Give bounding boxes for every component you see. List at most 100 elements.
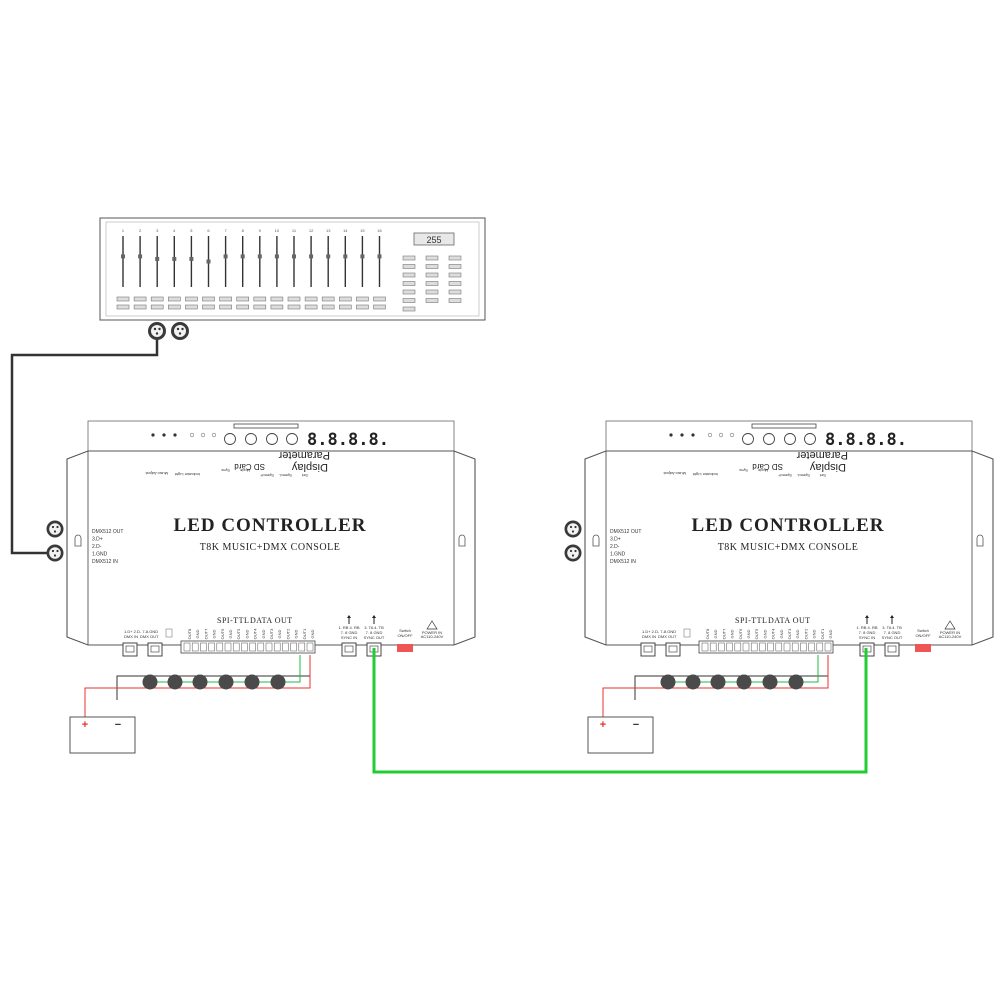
channel-button[interactable] (356, 304, 369, 310)
terminal-pin[interactable] (273, 642, 281, 652)
sd-card-slot[interactable] (751, 423, 817, 429)
terminal-pin[interactable] (759, 642, 766, 652)
channel-button[interactable] (253, 304, 267, 310)
fader-knob[interactable] (326, 254, 331, 259)
channel-button[interactable] (236, 296, 249, 302)
sync-out-port[interactable] (884, 642, 900, 657)
terminal-pin[interactable] (241, 642, 248, 652)
fader-knob[interactable] (274, 254, 279, 259)
channel-button[interactable] (133, 304, 147, 310)
terminal-pin[interactable] (282, 642, 289, 652)
terminal-pin[interactable] (816, 642, 824, 652)
keypad-button[interactable] (402, 264, 416, 269)
control-button[interactable] (763, 433, 775, 445)
keypad-button[interactable] (448, 255, 462, 261)
dmx-out-xlr[interactable] (46, 520, 64, 538)
channel-button[interactable] (116, 304, 130, 310)
keypad-button[interactable] (402, 289, 416, 295)
channel-button[interactable] (202, 296, 215, 302)
fader-knob[interactable] (172, 256, 177, 261)
terminal-pin[interactable] (200, 642, 207, 652)
terminal-pin[interactable] (775, 642, 783, 652)
channel-button[interactable] (338, 304, 352, 310)
channel-button[interactable] (168, 296, 181, 302)
channel-button[interactable] (219, 296, 232, 302)
control-button[interactable] (224, 433, 236, 445)
terminal-pin[interactable] (257, 642, 265, 652)
fader-knob[interactable] (257, 254, 262, 259)
console-xlr-in[interactable] (171, 322, 189, 340)
terminal-pin[interactable] (224, 642, 232, 652)
channel-button[interactable] (373, 296, 386, 302)
sd-card-slot[interactable] (233, 423, 299, 429)
keypad-button[interactable] (448, 289, 462, 295)
dmx-in-xlr[interactable] (564, 544, 582, 562)
fader-knob[interactable] (155, 256, 160, 261)
sync-in-port[interactable] (341, 642, 357, 657)
keypad-button[interactable] (402, 255, 416, 261)
control-button[interactable] (742, 433, 754, 445)
terminal-pin[interactable] (800, 642, 807, 652)
channel-button[interactable] (373, 304, 386, 310)
keypad-button[interactable] (448, 272, 462, 278)
control-button[interactable] (266, 433, 278, 445)
fader-knob[interactable] (360, 254, 365, 259)
fader-knob[interactable] (121, 254, 125, 259)
terminal-pin[interactable] (208, 642, 215, 652)
keypad-button[interactable] (402, 272, 416, 278)
channel-button[interactable] (287, 304, 301, 310)
terminal-pin[interactable] (183, 642, 191, 652)
terminal-pin[interactable] (232, 642, 240, 652)
fader-knob[interactable] (377, 254, 382, 259)
control-button[interactable] (804, 433, 816, 445)
fader-knob[interactable] (206, 259, 211, 264)
keypad-button[interactable] (425, 298, 439, 303)
keypad-button[interactable] (448, 281, 462, 286)
dmx-in-xlr[interactable] (46, 544, 64, 562)
keypad-button[interactable] (425, 264, 439, 269)
channel-button[interactable] (150, 304, 164, 310)
fader-knob[interactable] (292, 254, 296, 259)
channel-button[interactable] (356, 296, 369, 302)
terminal-pin[interactable] (742, 642, 750, 652)
terminal-pin[interactable] (783, 642, 791, 652)
keypad-button[interactable] (425, 281, 439, 286)
terminal-pin[interactable] (191, 642, 199, 652)
dmx-out-xlr[interactable] (564, 520, 582, 538)
fader-knob[interactable] (223, 254, 228, 259)
rj45-port[interactable] (122, 642, 138, 657)
channel-button[interactable] (150, 296, 164, 302)
channel-button[interactable] (236, 304, 249, 310)
fader-knob[interactable] (343, 254, 348, 259)
rj45-port[interactable] (147, 642, 163, 657)
keypad-button[interactable] (402, 298, 416, 303)
channel-button[interactable] (304, 296, 318, 302)
keypad-button[interactable] (448, 264, 462, 269)
keypad-button[interactable] (425, 289, 439, 295)
terminal-pin[interactable] (824, 642, 832, 652)
channel-button[interactable] (185, 296, 198, 302)
terminal-pin[interactable] (718, 642, 725, 652)
channel-button[interactable] (304, 304, 318, 310)
keypad-button[interactable] (425, 272, 439, 278)
channel-button[interactable] (338, 296, 352, 302)
channel-button[interactable] (116, 296, 130, 302)
channel-button[interactable] (287, 296, 301, 302)
terminal-pin[interactable] (767, 642, 774, 652)
channel-button[interactable] (253, 296, 267, 302)
adjust-knob[interactable] (165, 628, 173, 638)
terminal-pin[interactable] (701, 642, 709, 652)
terminal-pin[interactable] (808, 642, 815, 652)
channel-button[interactable] (185, 304, 198, 310)
keypad-button[interactable] (425, 255, 439, 261)
channel-button[interactable] (202, 304, 215, 310)
keypad-button[interactable] (402, 306, 416, 312)
power-switch[interactable] (915, 644, 931, 652)
channel-button[interactable] (321, 296, 335, 302)
channel-button[interactable] (168, 304, 181, 310)
control-button[interactable] (286, 433, 298, 445)
fader-knob[interactable] (240, 254, 245, 259)
fader-knob[interactable] (309, 254, 314, 259)
terminal-pin[interactable] (726, 642, 733, 652)
terminal-pin[interactable] (265, 642, 273, 652)
